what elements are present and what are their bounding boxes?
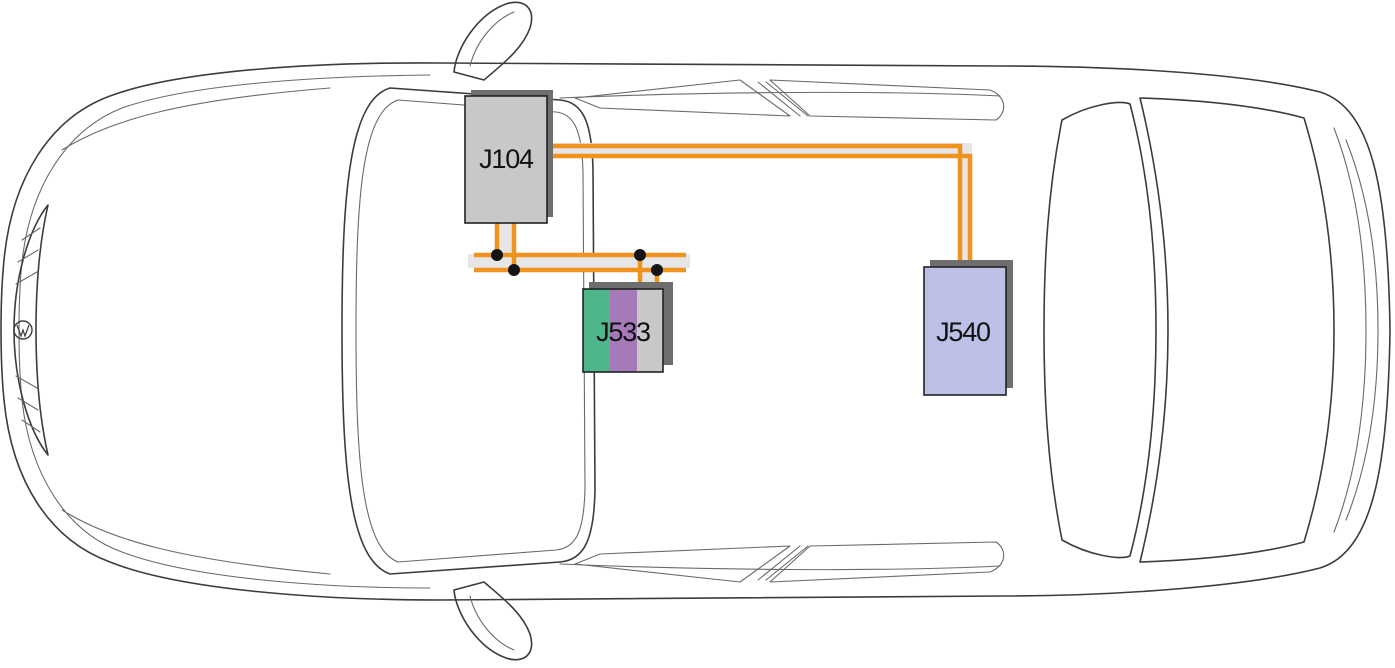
module-j104: J104 [464,90,553,224]
side-window-rear-bottom [769,541,1005,583]
b-pillar-top-b [765,81,809,117]
car-body-inner [18,74,431,589]
mirror-left-inner [469,11,515,67]
side-window-rear-top [769,79,1005,121]
mirror-right-inner [469,595,515,651]
rear-window [1043,101,1157,559]
b-pillar-bottom-b [765,545,809,581]
mirror-right [453,581,533,661]
rear-bumper-outer [1345,139,1379,521]
module-j533: J533 [582,282,673,373]
junction-node [508,264,520,276]
junction-node [491,249,503,261]
bus-j104-j540-high [548,143,963,266]
module-j104-label: J104 [479,144,534,174]
rear-bumper [1333,127,1367,533]
module-j540: J540 [923,260,1013,396]
car-body [0,62,1391,601]
junction-node [651,264,663,276]
b-pillar-bottom-a [757,545,801,581]
bus-j104-j540-low [548,153,973,266]
roof-rail-bottom [559,563,1001,571]
module-j533-segment [637,289,663,372]
module-j540-label: J540 [936,317,990,347]
module-j533-box [582,288,664,373]
b-pillar-top-a [757,81,801,117]
brand-badge [13,320,33,340]
windscreen-inner [355,99,586,563]
bonnet-crease-bottom [61,509,331,575]
boot-lid [1139,97,1335,563]
module-j533-label: J533 [596,317,650,347]
module-j533-segment [583,289,610,372]
bus-halo-j104-j540 [548,143,972,266]
side-window-front-top [574,79,791,117]
junction-node [634,249,646,261]
mirror-left [453,1,533,81]
bus-wiring [468,143,973,292]
grille [13,204,49,456]
side-window-front-bottom [574,545,791,583]
module-j540-box [923,266,1007,396]
bonnet-crease-top [61,87,331,151]
module-j104-box [464,95,548,224]
grille-slats [15,227,41,433]
module-j533-segment [610,289,637,372]
roof-rail-top [559,91,1001,99]
